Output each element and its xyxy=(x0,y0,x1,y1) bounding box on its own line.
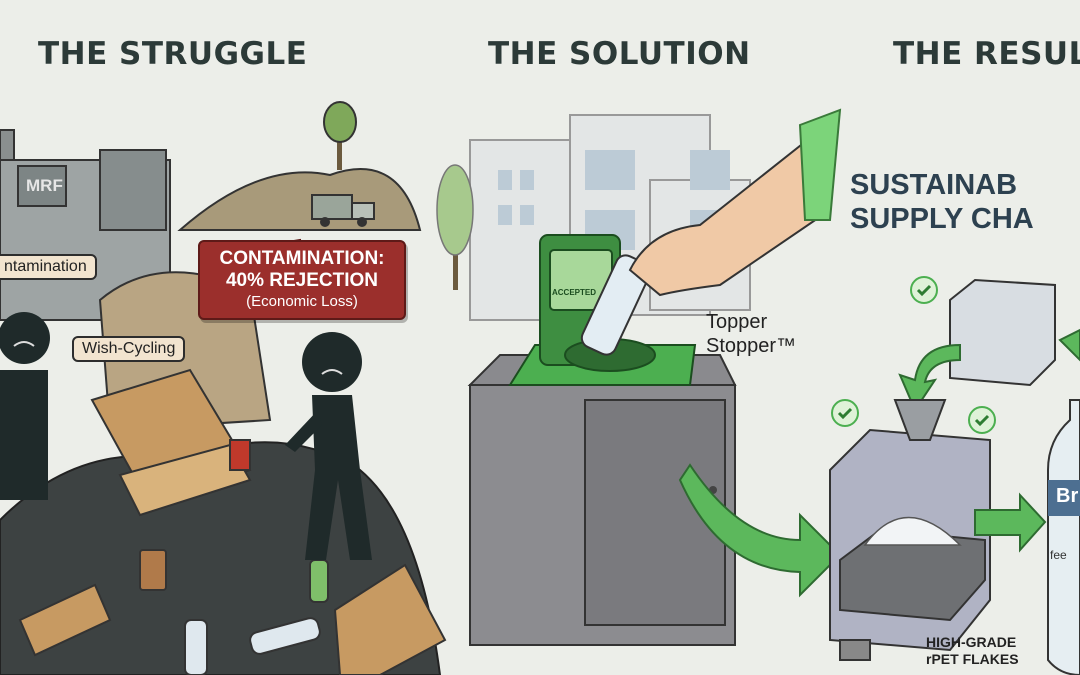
flake-cube xyxy=(949,278,1056,387)
plastic-bottle xyxy=(249,617,321,655)
title-struggle: THE STRUGGLE xyxy=(38,36,308,72)
coffee-cup xyxy=(139,549,167,591)
flakes-label-line-2: rPET FLAKES xyxy=(926,651,1019,667)
bottle-sublabel: fee xyxy=(1050,548,1067,562)
device-label-line-2: Stopper™ xyxy=(706,335,797,357)
tree-icon xyxy=(323,101,357,170)
device-label: Topper Stopper™ xyxy=(706,310,796,358)
device-label-line-1: Topper xyxy=(706,311,768,333)
flakes-label: HIGH-GRADE rPET FLAKES xyxy=(926,634,1019,668)
pizza-box xyxy=(90,368,252,517)
green-arrow xyxy=(974,492,1047,553)
result-heading-line-2: SUPPLY CHA xyxy=(850,203,1034,235)
check-icon xyxy=(910,276,938,304)
accepted-screen-text: ACCEPTED xyxy=(552,288,597,297)
product-bottle xyxy=(1047,399,1080,675)
check-icon xyxy=(831,399,859,427)
result-heading-line-1: SUSTAINAB xyxy=(850,169,1018,201)
tag-contamination: ntamination xyxy=(0,254,97,280)
tree-icon xyxy=(436,164,474,290)
title-result: THE RESUL xyxy=(893,36,1080,72)
landfill-hill xyxy=(177,168,422,231)
contamination-callout: CONTAMINATION: 40% REJECTION (Economic L… xyxy=(198,240,406,320)
truck-icon xyxy=(311,194,375,227)
flakes-label-line-1: HIGH-GRADE xyxy=(926,634,1017,650)
sad-person-left xyxy=(0,312,50,500)
callout-line-1: CONTAMINATION: xyxy=(219,248,385,269)
plastic-bottle xyxy=(184,619,208,675)
callout-line-2: 40% REJECTION xyxy=(225,270,379,291)
processing-machine xyxy=(829,399,991,661)
soda-can xyxy=(229,439,251,471)
pizza-box xyxy=(333,563,447,675)
check-icon xyxy=(968,406,996,434)
bottle-label: Br xyxy=(1056,485,1079,507)
sad-person-right xyxy=(285,332,372,560)
tag-wish-cycling: Wish-Cycling xyxy=(72,336,186,362)
title-solution: THE SOLUTION xyxy=(488,36,751,72)
result-heading: SUSTAINAB SUPPLY CHA xyxy=(850,168,1034,236)
green-arrow xyxy=(678,463,842,598)
callout-line-3: (Economic Loss) xyxy=(246,293,358,310)
mrf-label: MRF xyxy=(26,176,63,195)
